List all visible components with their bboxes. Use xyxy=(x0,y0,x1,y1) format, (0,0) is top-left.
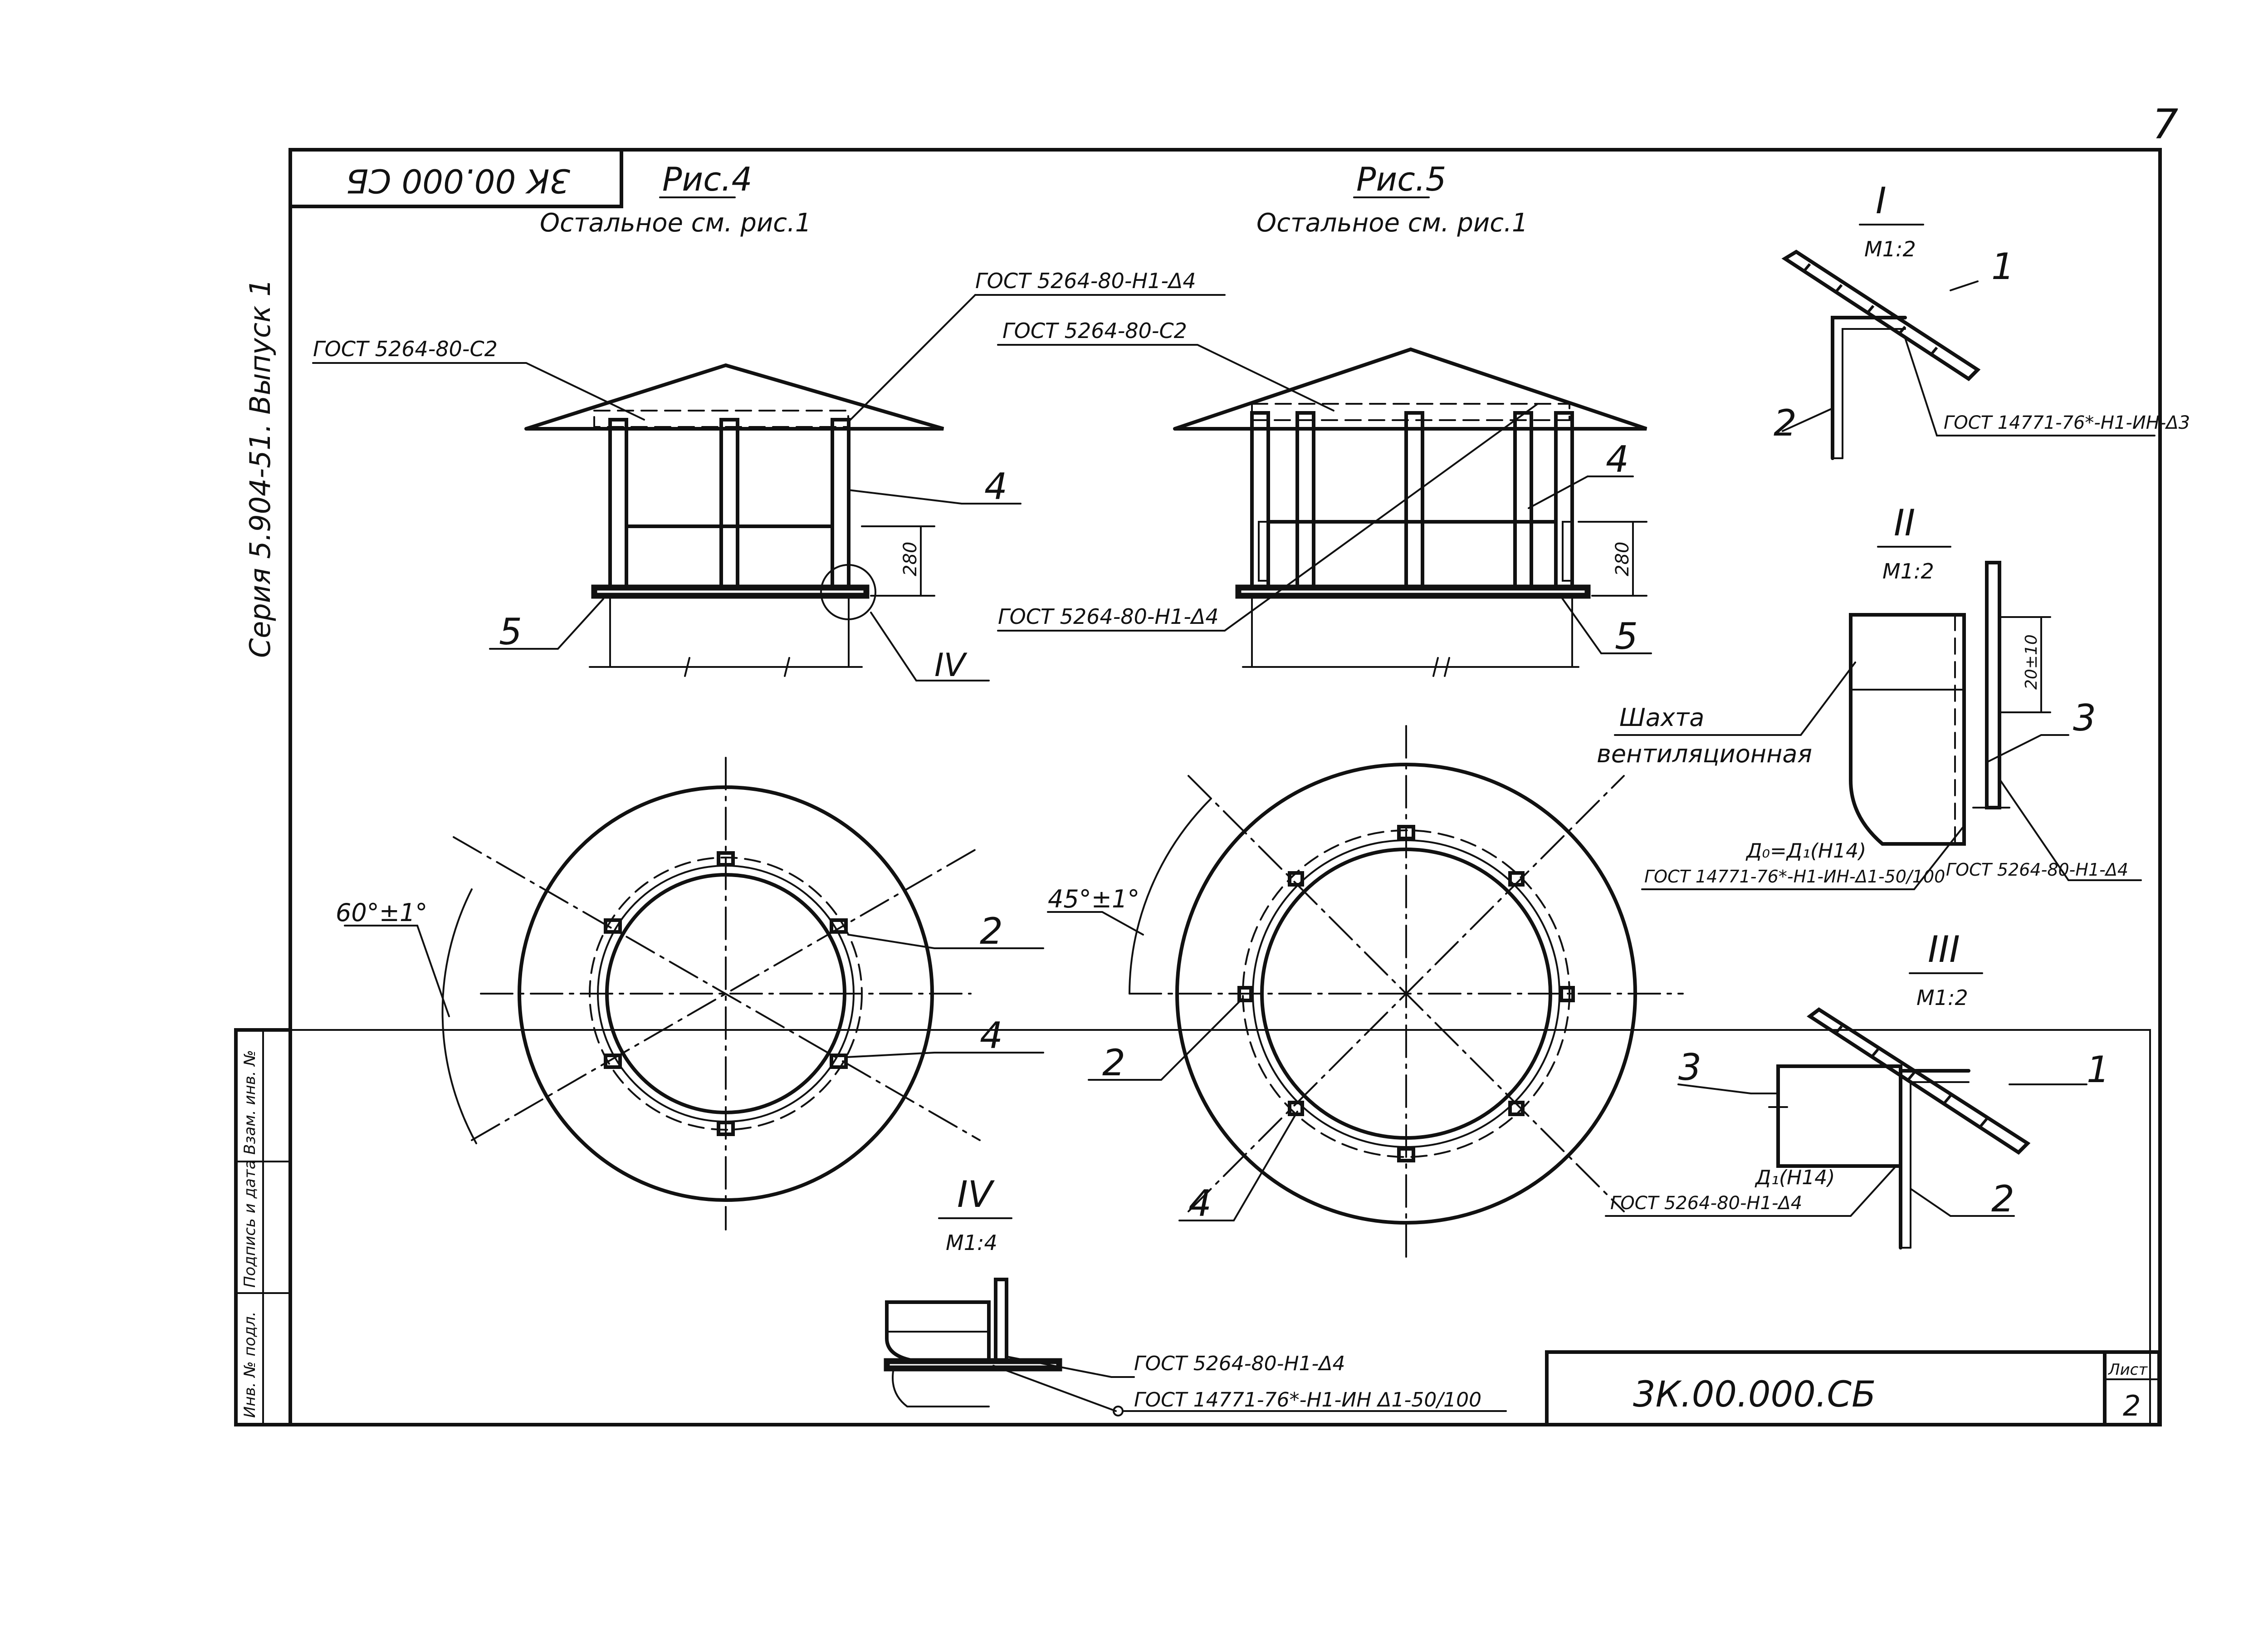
fig5-plan: 45°±1° 2 4 xyxy=(1047,725,1684,1262)
fig5-title: Рис.5 xyxy=(1356,160,1447,198)
top-code-upside: 3К 00.000 СБ xyxy=(346,162,570,200)
fig5-post-3 xyxy=(1404,411,1424,589)
detail-iii-callout-3: 3 xyxy=(1678,1046,1701,1088)
detail-iv: IV М1:4 ГОСТ 5264-80-Н1-Δ4 ГОСТ 14771-76… xyxy=(884,1173,1507,1416)
fig4-weld-top: ГОСТ 5264-80-Н1-Δ4 xyxy=(975,269,1196,293)
stamp-inv: Инв. № подл. xyxy=(241,1311,259,1418)
detail-iii-label: III xyxy=(1928,928,1960,970)
fig5-post-1 xyxy=(1250,411,1270,589)
detail-ii: II М1:2 20±10 Шахта вентиляционная 3 Д₀=… xyxy=(1597,502,2142,890)
fig5-plan-callout-4: 4 xyxy=(1188,1182,1212,1225)
fig5-angle-arc xyxy=(1129,798,1212,995)
fig5-roof xyxy=(1173,347,1647,431)
fig5-weld-top: ГОСТ 5264-80-С2 xyxy=(1002,319,1187,343)
stamp-replace: Взам. инв. № xyxy=(241,1050,259,1155)
title-sheet-label: Лист xyxy=(2107,1361,2148,1379)
detail-iii: III М1:2 3 1 2 Д₁(Н14) ГОСТ 5264-80-Н1-Δ… xyxy=(1605,928,2110,1250)
fig4-plan: 60°±1° 2 4 xyxy=(336,757,1044,1230)
fig4-plan-callout-4: 4 xyxy=(980,1015,1003,1057)
series-note: Серия 5.904-51. Выпуск 1 xyxy=(244,279,277,658)
fig5-callout-5: 5 xyxy=(1615,615,1638,657)
detail-i-label: I xyxy=(1876,180,1887,222)
sheet-number: 7 xyxy=(2152,101,2178,148)
fig5-angle: 45°±1° xyxy=(1048,885,1139,913)
fig4-callout-4: 4 xyxy=(984,466,1007,508)
fig5-note: Остальное см. рис.1 xyxy=(1256,208,1528,238)
fig4-detail-circle xyxy=(820,564,876,620)
detail-i-weld: ГОСТ 14771-76*-Н1-ИН-Δ3 xyxy=(1944,412,2190,433)
fig4-base xyxy=(591,584,870,599)
detail-iv-weld-b: ГОСТ 14771-76*-Н1-ИН Δ1-50/100 xyxy=(1134,1388,1481,1412)
fig4-weld-left: ГОСТ 5264-80-С2 xyxy=(313,337,498,361)
detail-i-callout-2: 2 xyxy=(1774,402,1797,444)
fig5-plan-callout-2: 2 xyxy=(1102,1042,1125,1084)
detail-iv-scale: М1:4 xyxy=(946,1230,997,1255)
fig5-elevation: Рис.5 Остальное см. рис.1 280 ГОСТ 5264-… xyxy=(997,160,1652,677)
fig4-elevation: Рис.4 Остальное см. рис.1 280 ГОСТ 5264-… xyxy=(312,160,1226,684)
sheet-frame xyxy=(288,148,2162,1426)
fig5-post-2 xyxy=(1295,411,1315,589)
fig5-post-5 xyxy=(1554,411,1574,589)
fig4-post-left xyxy=(608,418,628,589)
fig4-post-right xyxy=(831,418,850,589)
fig5-base xyxy=(1235,584,1591,599)
title-code: 3К.00.000.СБ xyxy=(1633,1374,1876,1415)
detail-iii-note-d: Д₁(Н14) xyxy=(1755,1166,1835,1189)
detail-i: I М1:2 1 2 ГОСТ 14771-76*-Н1-ИН-Δ3 xyxy=(1774,180,2190,460)
detail-ii-note-d: Д₀=Д₁(Н14) xyxy=(1745,839,1866,863)
fig4-dim: 280 xyxy=(900,542,921,576)
fig5-post-4 xyxy=(1513,411,1533,589)
detail-iv-label: IV xyxy=(957,1173,995,1215)
detail-i-scale: М1:2 xyxy=(1864,237,1916,261)
detail-iii-weld: ГОСТ 5264-80-Н1-Δ4 xyxy=(1610,1193,1802,1214)
fig4-callout-iv: IV xyxy=(934,647,968,684)
fig5-dim: 280 xyxy=(1612,542,1633,576)
detail-ii-dim: 20±10 xyxy=(2022,634,2041,690)
fig4-angle-arc xyxy=(441,888,477,1144)
detail-ii-shaft-1: Шахта xyxy=(1619,703,1704,732)
detail-ii-callout-3: 3 xyxy=(2073,697,2096,739)
fig4-title: Рис.4 xyxy=(662,160,753,198)
detail-iii-scale: М1:2 xyxy=(1916,985,1968,1010)
fig4-post-mid xyxy=(719,418,739,589)
detail-ii-scale: М1:2 xyxy=(1882,559,1934,583)
detail-ii-label: II xyxy=(1894,502,1915,544)
title-sheet-value: 2 xyxy=(2123,1389,2141,1422)
detail-ii-weld-a: ГОСТ 14771-76*-Н1-ИН-Δ1-50/100 xyxy=(1644,867,1945,887)
fig5-callout-4: 4 xyxy=(1606,438,1629,480)
detail-iii-callout-2: 2 xyxy=(1991,1178,2014,1220)
fig4-plan-callout-2: 2 xyxy=(980,910,1003,952)
detail-iii-callout-1: 1 xyxy=(2087,1049,2110,1091)
detail-ii-weld-b: ГОСТ 5264-80-Н1-Δ4 xyxy=(1946,860,2128,880)
fig4-angle: 60°±1° xyxy=(336,898,427,927)
fig5-weld-bottom: ГОСТ 5264-80-Н1-Δ4 xyxy=(998,604,1219,629)
detail-ii-shaft-2: вентиляционная xyxy=(1597,740,1812,768)
stamp-signature: Подпись и дата xyxy=(241,1160,259,1288)
fig4-callout-5: 5 xyxy=(499,611,522,653)
detail-iv-weld-a: ГОСТ 5264-80-Н1-Δ4 xyxy=(1134,1352,1345,1375)
title-block: 3К.00.000.СБ Лист 2 xyxy=(1545,1350,2161,1426)
fig4-note: Остальное см. рис.1 xyxy=(540,208,811,238)
fig4-roof xyxy=(524,363,944,431)
detail-i-callout-1: 1 xyxy=(1991,245,2014,288)
